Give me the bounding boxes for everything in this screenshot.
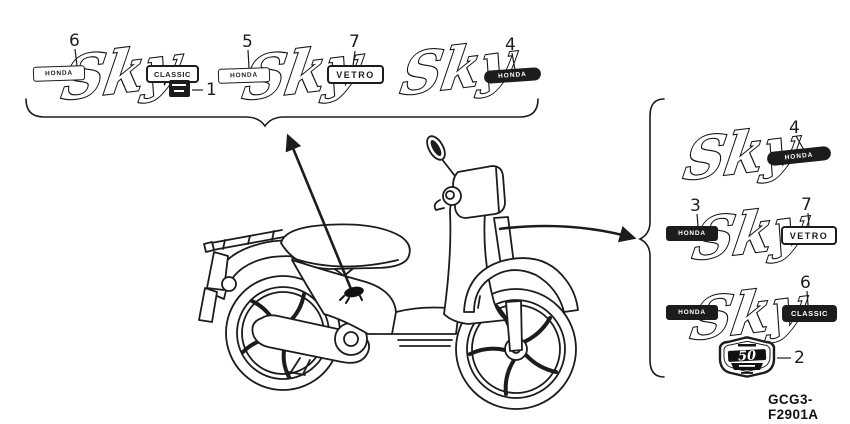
- callout-5: 5: [242, 32, 253, 52]
- sky-logo: Sky: [397, 28, 522, 110]
- caution-label-emblem: [169, 80, 190, 97]
- honda-bar-emblem: HONDA: [666, 226, 718, 241]
- handlebar-head: [426, 135, 506, 219]
- front-fender-fork: [463, 216, 579, 352]
- leader-lines: [74, 48, 810, 359]
- vetro-box-emblem: VETRO: [781, 226, 837, 245]
- vetro-label: VETRO: [789, 230, 829, 241]
- callout-6-right: 6: [800, 273, 811, 293]
- honda-bar-label: HONDA: [44, 69, 74, 78]
- scooter-line-art: [198, 135, 579, 410]
- classic-box-emblem: CLASSIC: [782, 305, 837, 322]
- honda-bar-label: HONDA: [678, 309, 706, 316]
- engine-muffler: [251, 314, 371, 376]
- callout-6-top: 6: [69, 31, 80, 51]
- vetro-label: VETRO: [336, 69, 375, 80]
- pointer-arrows: [285, 133, 637, 290]
- top-brace: [25, 98, 539, 128]
- honda-bar-emblem: HONDA: [32, 65, 86, 82]
- callout-7-top: 7: [349, 32, 360, 52]
- callout-4-top: 4: [505, 35, 516, 55]
- seat: [280, 223, 411, 270]
- rear-rack: [203, 229, 289, 253]
- honda-bar-emblem: HONDA: [217, 67, 271, 84]
- honda-bar-label: HONDA: [229, 71, 259, 80]
- callout-3: 3: [690, 196, 701, 216]
- arrow-to-right-group: [498, 224, 637, 243]
- fifty-anniversary-badge: 50: [718, 336, 776, 378]
- classic-label: CLASSIC: [790, 309, 829, 318]
- callout-2: 2: [794, 348, 805, 368]
- classic-label: CLASSIC: [153, 69, 192, 79]
- honda-pill-label: HONDA: [784, 151, 814, 161]
- callout-4-right: 4: [789, 118, 800, 138]
- callout-1: 1: [206, 80, 217, 100]
- emblem-position-mark: [339, 286, 364, 304]
- fifty-badge-number: 50: [738, 349, 757, 365]
- vetro-box-emblem: VETRO: [327, 65, 384, 84]
- honda-bar-emblem: HONDA: [666, 305, 718, 320]
- callout-7-right: 7: [801, 195, 812, 215]
- part-code: GCG3-F2901A: [768, 392, 819, 422]
- front-wheel: [455, 288, 577, 410]
- right-brace: [638, 98, 665, 378]
- honda-bar-label: HONDA: [678, 230, 706, 237]
- honda-pill-label: HONDA: [497, 71, 528, 80]
- grouping-braces: [25, 98, 665, 378]
- arrow-to-top-group: [285, 133, 353, 290]
